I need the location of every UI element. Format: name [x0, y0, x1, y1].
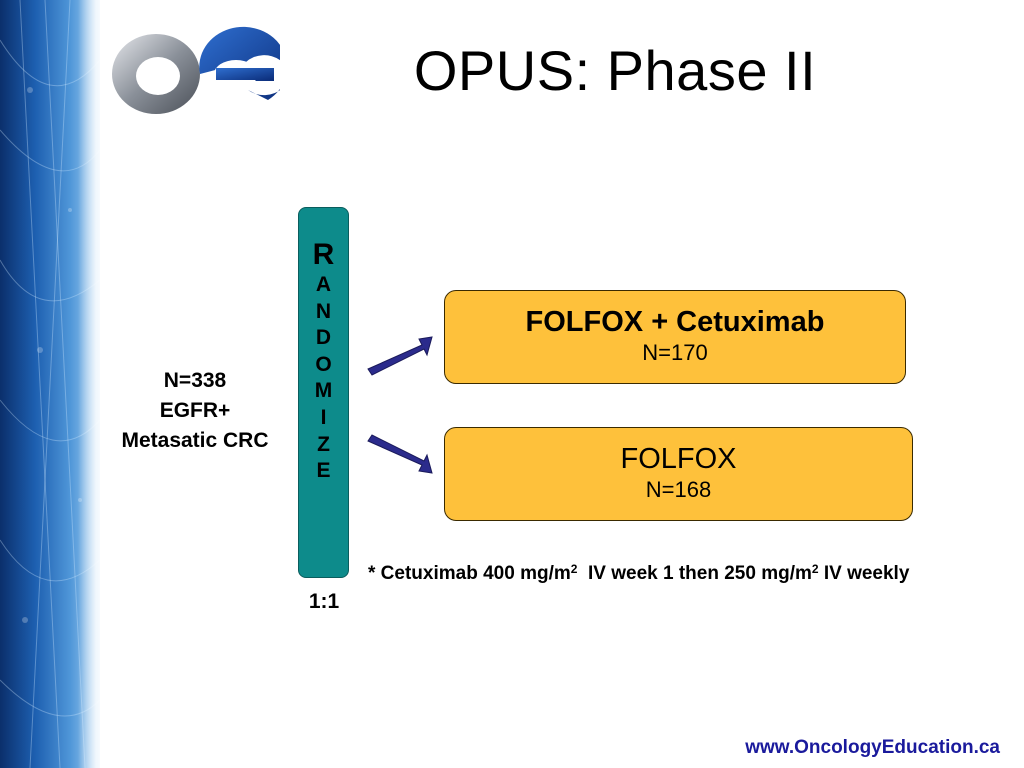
side-decoration-strip — [0, 0, 100, 768]
randomize-letter: Z — [317, 432, 330, 456]
footnote-part: * Cetuximab 400 mg/m — [368, 563, 571, 584]
randomization-ratio: 1:1 — [308, 590, 340, 613]
slide-title: OPUS: Phase II — [413, 39, 817, 102]
arm-name: FOLFOX — [620, 443, 737, 475]
population-info: N=338 EGFR+ Metasatic CRC — [100, 366, 290, 456]
population-disease: Metasatic CRC — [121, 429, 269, 452]
arm-count: N=168 — [645, 477, 712, 502]
arrow-down-icon — [367, 434, 433, 474]
side-strip-pattern — [0, 0, 100, 768]
randomize-letter: R — [312, 238, 335, 271]
allocation-arrows — [367, 336, 433, 474]
arm-box-folfox: FOLFOX N=168 — [444, 427, 913, 521]
randomize-box: R A N D O M I Z E — [298, 207, 349, 578]
randomize-letter: D — [315, 326, 332, 350]
oe-logo — [108, 22, 289, 122]
population-biomarker: EGFR+ — [159, 399, 231, 422]
arrow-up-icon — [367, 336, 433, 376]
website-link[interactable]: www.OncologyEducation.ca — [745, 737, 1000, 758]
footnote-part: IV weekly — [818, 563, 910, 584]
randomize-letter: I — [320, 405, 327, 429]
arm-box-cetuximab: FOLFOX + Cetuximab N=170 — [444, 290, 906, 384]
randomize-letter: A — [315, 273, 332, 296]
arm-count: N=170 — [642, 340, 708, 365]
randomize-letter: M — [314, 379, 333, 403]
side-fade — [78, 0, 100, 768]
oe-logo-icon — [112, 26, 289, 114]
footnote-superscript: 2 — [570, 562, 578, 576]
population-count: N=338 — [163, 369, 227, 392]
randomize-letter: N — [315, 299, 332, 323]
dosing-footnote: * Cetuximab 400 mg/m2 IV week 1 then 250… — [368, 562, 1018, 585]
footnote-superscript: 2 — [811, 562, 819, 576]
footnote-part: IV week 1 then 250 mg/m — [577, 563, 812, 584]
randomize-letter: E — [316, 459, 331, 483]
arm-name: FOLFOX + Cetuximab — [525, 306, 825, 338]
randomize-letters: R A N D O M I Z E — [299, 238, 348, 485]
randomize-letter: O — [315, 352, 332, 376]
